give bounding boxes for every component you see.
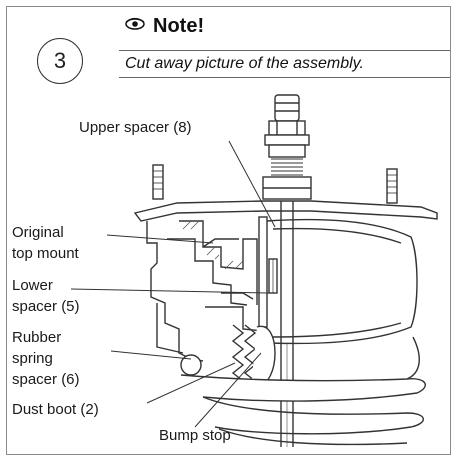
label-bump-stop: Bump stop	[159, 427, 231, 444]
note-underline	[119, 77, 450, 78]
label-rubber-spring-spacer-line2: spring	[12, 350, 53, 367]
note-header: Note!	[125, 15, 204, 38]
label-rubber-spring-spacer-line3: spacer (6)	[12, 371, 80, 388]
label-lower-spacer: Lower spacer (5)	[12, 275, 80, 317]
label-lower-spacer-line1: Lower	[12, 277, 53, 294]
assembly-drawing	[70, 94, 438, 447]
label-rubber-spring-spacer-line1: Rubber	[12, 329, 62, 346]
label-original-top-mount: Original top mount	[12, 222, 79, 264]
label-original-top-mount-line1: Original	[12, 224, 64, 241]
note-text: Cut away picture of the assembly.	[125, 55, 364, 72]
note-title: Note!	[153, 15, 205, 37]
eye-icon	[125, 17, 145, 36]
step-number-badge: 3	[37, 38, 83, 84]
label-lower-spacer-line2: spacer (5)	[12, 298, 80, 315]
label-dust-boot: Dust boot (2)	[12, 401, 99, 418]
step-number: 3	[53, 48, 67, 73]
label-original-top-mount-line2: top mount	[12, 245, 79, 262]
illustration-frame: 3 Note! Cut away picture of the assembly…	[6, 6, 451, 455]
label-upper-spacer: Upper spacer (8)	[79, 119, 192, 136]
label-rubber-spring-spacer: Rubber spring spacer (6)	[12, 327, 80, 390]
note-divider	[119, 50, 450, 51]
